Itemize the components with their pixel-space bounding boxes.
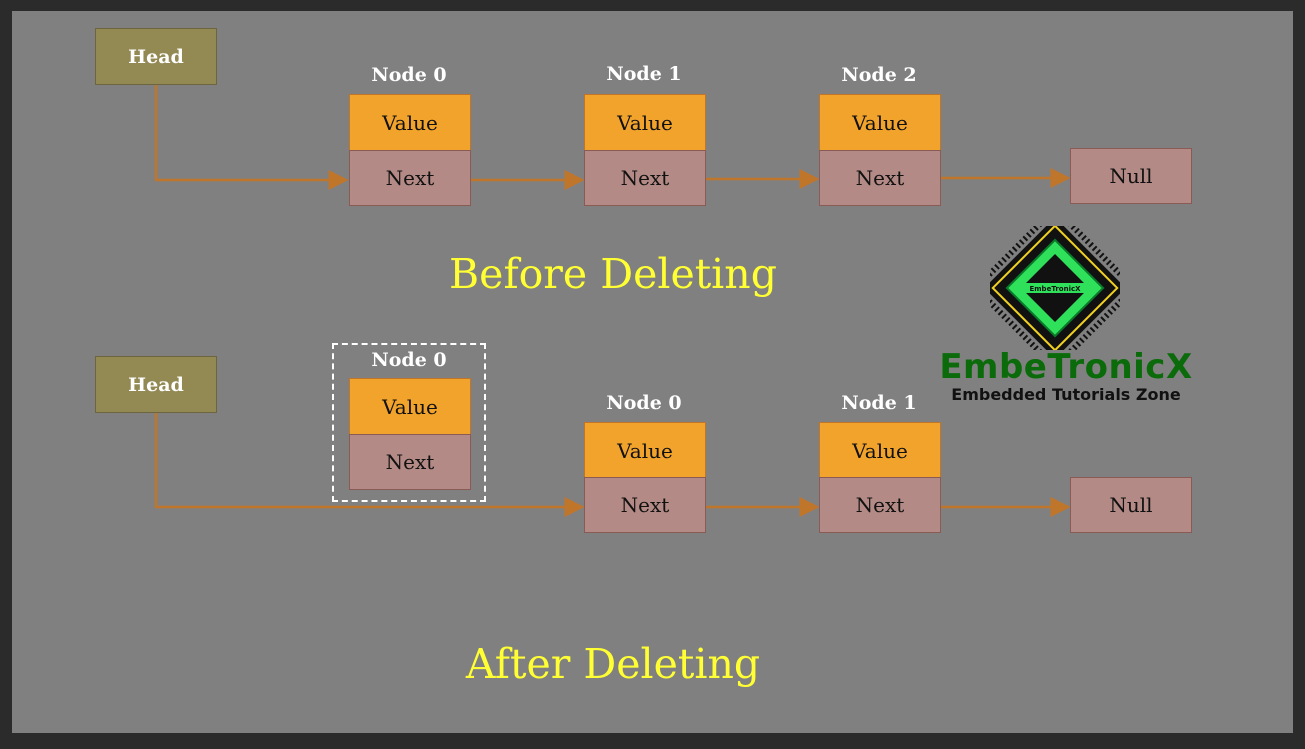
deleted-node-value-cell: Value [349,378,471,435]
embetronicx-chip-logo-icon: EmbeTronicX [990,226,1120,350]
node-title: Node 0 [371,64,447,86]
arrow-head-to-node0-after [154,412,585,517]
head-label: Head [128,45,184,68]
head-label: Head [128,373,184,396]
node-title: Node 0 [371,349,447,371]
node-next-cell: Next [819,477,941,533]
null-label: Null [1109,493,1153,517]
value-label: Value [382,110,438,135]
value-label: Value [382,394,438,419]
caption-after: After Deleting [465,640,761,688]
logo-name: EmbeTronicX [939,347,1193,387]
node-next-cell: Next [584,477,706,533]
node-value-cell: Value [584,94,706,151]
caption-before: Before Deleting [449,250,777,298]
node-value-cell: Value [584,422,706,479]
next-label: Next [855,166,905,190]
null-box-after: Null [1070,477,1192,533]
node-value-cell: Value [819,422,941,479]
next-label: Next [385,166,435,190]
next-label: Next [620,493,670,517]
logo-chip-text: EmbeTronicX [1029,285,1081,293]
next-label: Next [620,166,670,190]
deleted-node-frame [332,343,486,502]
logo-tagline: Embedded Tutorials Zone [951,385,1181,404]
next-label: Next [385,450,435,474]
head-box-after: Head [95,356,217,413]
value-label: Value [617,110,673,135]
node-value-cell: Value [349,94,471,151]
node-next-cell: Next [819,150,941,206]
node-title: Node 2 [841,64,917,86]
null-box-before: Null [1070,148,1192,204]
deleted-node-next-cell: Next [349,434,471,490]
value-label: Value [852,110,908,135]
node-title: Node 0 [606,392,682,414]
next-label: Next [855,493,905,517]
node-title: Node 1 [841,392,917,414]
node-next-cell: Next [349,150,471,206]
value-label: Value [617,438,673,463]
node-next-cell: Next [584,150,706,206]
value-label: Value [852,438,908,463]
head-box-before: Head [95,28,217,85]
node-title: Node 1 [606,63,682,85]
node-value-cell: Value [819,94,941,151]
arrow-head-to-node0-before [154,84,349,190]
null-label: Null [1109,164,1153,188]
